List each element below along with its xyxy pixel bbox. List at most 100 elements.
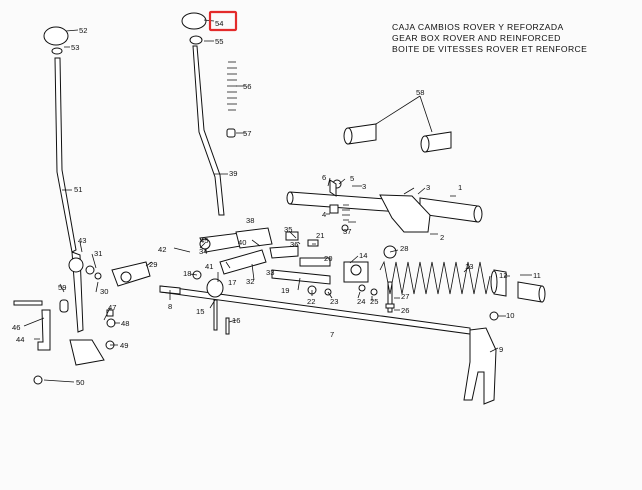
- callout-26: 26: [401, 306, 409, 315]
- callout-24: 24: [357, 297, 365, 306]
- callout-7: 7: [330, 330, 334, 339]
- shaft-end: [286, 191, 294, 205]
- lever-foot-part: [69, 339, 105, 366]
- callout-15: 15: [196, 307, 204, 316]
- callout-52: 52: [79, 26, 87, 35]
- callout-4: 4: [322, 210, 326, 219]
- yoke-part-2: [379, 194, 431, 233]
- callout-32: 32: [246, 277, 254, 286]
- callout-3-b: 3: [426, 183, 430, 192]
- callout-56: 56: [243, 82, 251, 91]
- pivot-part-35: [199, 238, 211, 250]
- link-part-33: [219, 249, 267, 275]
- pivot-ball-part: [68, 257, 84, 273]
- callout-5: 5: [350, 174, 354, 183]
- callout-6: 6: [322, 173, 326, 182]
- sleeve-end-a: [343, 127, 353, 145]
- block-bore: [350, 264, 362, 276]
- callout-34: 34: [199, 247, 207, 256]
- callout-11: 11: [533, 271, 541, 280]
- callout-18: 18: [183, 269, 191, 278]
- callout-22: 22: [307, 297, 315, 306]
- callout-29: 29: [149, 260, 157, 269]
- callout-12: 12: [499, 271, 507, 280]
- callout-33: 33: [266, 268, 274, 277]
- callout-30: 30: [100, 287, 108, 296]
- callout-53: 53: [71, 43, 79, 52]
- spring-part-5: [342, 204, 350, 221]
- fork-part-10: [463, 327, 497, 405]
- callout-60: 60: [0, 0, 8, 2]
- pin-part-7: [329, 179, 337, 197]
- nut-part-54: [51, 47, 63, 55]
- callout-9: 9: [499, 345, 503, 354]
- link-part-22: [307, 239, 319, 247]
- callout-48: 48: [121, 319, 129, 328]
- arm-part-30: [111, 261, 151, 287]
- highlight-box: [208, 10, 238, 32]
- pin-part-25: [358, 284, 366, 292]
- bracket-part-36: [285, 231, 299, 241]
- callout-58: 58: [416, 88, 424, 97]
- nut-part-51: [33, 375, 43, 385]
- knob-part-55: [181, 12, 207, 30]
- sleeve-end-12: [538, 285, 546, 303]
- pin-part-28: [387, 281, 393, 313]
- bracket-part-45: [37, 309, 51, 351]
- washer-part-48: [106, 309, 114, 317]
- callout-40: 40: [238, 238, 246, 247]
- pin-part-27: [385, 303, 395, 309]
- spring-part-57: [227, 61, 237, 111]
- callout-10: 10: [506, 311, 514, 320]
- callout-31: 31: [94, 249, 102, 258]
- callout-41: 41: [205, 262, 213, 271]
- callout-45: 45: [200, 236, 208, 245]
- callout-35: 35: [284, 225, 292, 234]
- callout-47: 47: [108, 303, 116, 312]
- callout-39: 39: [229, 169, 237, 178]
- washer-part-32: [85, 265, 95, 275]
- callout-46: 46: [12, 323, 20, 332]
- bolt-part-16: [213, 299, 218, 331]
- arm-eye: [120, 271, 132, 283]
- callout-23: 23: [330, 297, 338, 306]
- nut-part-49: [106, 318, 116, 328]
- title-english: GEAR BOX ROVER AND REINFORCED: [392, 33, 561, 43]
- washer-part-26: [370, 288, 378, 296]
- collar-part-18: [206, 278, 224, 298]
- sleeve-part-12: [517, 281, 543, 303]
- title-french: BOITE DE VITESSES ROVER ET RENFORCE: [392, 44, 588, 54]
- shaft-end-1: [473, 205, 483, 223]
- link-part-39: [235, 227, 273, 249]
- callout-27: 27: [401, 292, 409, 301]
- callout-43: 43: [78, 236, 86, 245]
- callout-14: 14: [359, 251, 367, 260]
- callout-25: 25: [370, 297, 378, 306]
- callout-3: 3: [362, 182, 366, 191]
- callout-19: 19: [281, 286, 289, 295]
- lever-part-40: [192, 45, 225, 216]
- callout-42: 42: [158, 245, 166, 254]
- callout-55: 55: [215, 37, 223, 46]
- title-spanish: CAJA CAMBIOS ROVER Y REFORZADA: [392, 22, 564, 32]
- link-part-34: [269, 245, 299, 259]
- callout-44: 44: [16, 335, 24, 344]
- cap-part-58: [226, 128, 236, 138]
- washer-part-31: [94, 272, 102, 280]
- leader-lines: [23, 19, 532, 383]
- callout-20: 20: [324, 254, 332, 263]
- callout-59: 59: [58, 283, 66, 292]
- rod-part-20: [271, 269, 331, 285]
- callout-21: 21: [316, 231, 324, 240]
- callout-1: 1: [458, 183, 462, 192]
- callout-49: 49: [120, 341, 128, 350]
- bush-part-60: [59, 299, 69, 313]
- callout-54: 54: [215, 19, 223, 28]
- callout-50: 50: [76, 378, 84, 387]
- spring-part-14: [379, 260, 491, 295]
- callout-2: 2: [440, 233, 444, 242]
- callout-17: 17: [228, 278, 236, 287]
- callout-8: 8: [168, 302, 172, 311]
